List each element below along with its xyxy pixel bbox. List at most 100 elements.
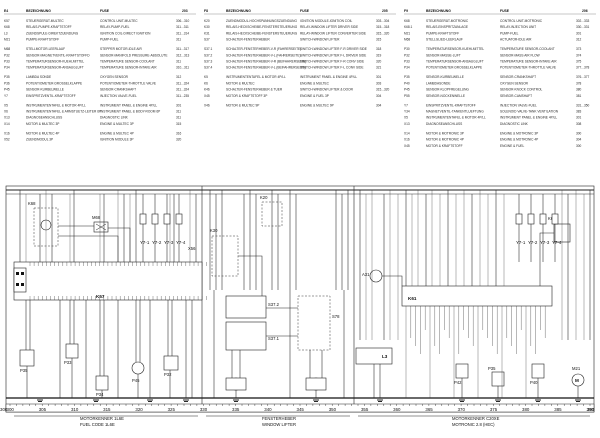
legend-cell: K6 [204, 81, 208, 85]
legend-cell: 301 [576, 31, 582, 35]
legend-cell: P33 [404, 60, 410, 64]
legend-cell: M21 [404, 31, 410, 35]
legend-cell: POTENTIOMETER-THROTTLE VALVE [100, 81, 156, 85]
legend-cell: 378 [576, 81, 582, 85]
legend-cell: K31 [204, 31, 210, 35]
injector-coil [151, 213, 159, 225]
column-number: 355 [361, 407, 369, 412]
p35-label-right: P35 [488, 366, 496, 371]
legend-cell: 306...310 [176, 19, 190, 23]
legend-cell: SENSOR-CAMSHAFT [500, 94, 532, 98]
column-number: 305 [39, 407, 47, 412]
legend-cell: RELAIS-PUMPE-KRAFTSTOFF [26, 25, 72, 29]
legend-cell: 311 [176, 116, 181, 120]
m68-label: M68 [92, 215, 101, 220]
legend-cell: RELAY-WINDOW LIFTER DRIVER SIDE [300, 25, 358, 29]
legend-cell: 311...324 [176, 88, 189, 92]
l3-label: L3 [382, 354, 388, 359]
legend-cell: ENGINE & MOTRONIC 4P [500, 138, 538, 142]
legend-cell: ENGINE & MULTEC [300, 81, 330, 85]
window-motor-left-housing [225, 377, 247, 391]
legend-cell: 311...311 [176, 25, 189, 29]
column-number: 375 [490, 407, 498, 412]
legend-cell: INSTRUMENT PANEL & ENGINE 4P/LL [100, 103, 157, 107]
legend-cell: SWITCH-WINDOW LIFTER & DOOR [300, 88, 354, 92]
legend-cell: TEMPERATURE SENSOR-INTAKE AIR [500, 60, 557, 64]
legend-cell: Y34 [404, 110, 410, 114]
legend-cell: 311...235 [176, 94, 189, 98]
legend-cell: P34 [4, 66, 10, 70]
y7-pin-left-4: Y7-4 [176, 240, 186, 245]
y7-pin-left-3: Y7-3 [164, 240, 174, 245]
legend-cell: EINSPRITZVENTIL-KRAFTSTOFF [426, 103, 476, 107]
legend-cell: 310...311 [176, 66, 189, 70]
legend-cell: IGNITION COIL-DIRECT IGNITION [100, 31, 151, 35]
column-number: 330 [200, 407, 208, 412]
p32-label: P32 [164, 372, 172, 377]
legend-cell: ENGINE & MULTEC 4P [100, 131, 134, 135]
legend-cell: 311 [176, 110, 181, 114]
s37-1-switch [225, 321, 267, 351]
legend-cell: CONTROL UNIT-MOTRONIC [500, 19, 543, 23]
k57-label: K57 [96, 294, 105, 299]
footer-group-1-line1: MOTORKENNER 1L6E [80, 416, 124, 421]
legend-cell: 383 [576, 110, 582, 114]
legend-cell: 301 [176, 103, 182, 107]
legend-cell: TEMPERATURSENSOR-KUEHLMITTEL [26, 60, 84, 64]
footer-group-3-line1: MOTORKENNER C20XE [452, 416, 500, 421]
legend-cell: TEMPERATURSENSOR-KUEHLMITTEL [426, 47, 484, 51]
column-number: 365 [425, 407, 433, 412]
legend-cell: SENSOR-MANIFOLD PRESSURE-ABSOLUTE [100, 53, 167, 57]
legend-cell: SENSOR-CRANKSHAFT [100, 88, 136, 92]
legend-cell: SWITCH-WINDOW LIFTER F-R CONV SIDE [300, 60, 364, 64]
legend-cell: 319 [376, 53, 382, 57]
ground-symbol [93, 399, 99, 402]
legend-cell: K57 [4, 19, 10, 23]
column-number: 325 [168, 407, 176, 412]
legend-cell: P34 [404, 66, 410, 70]
legend-cell: 312...313 [176, 53, 190, 57]
y7-pin-row-right: Y7-1 Y7-2 Y7-3 Y7-4 [516, 240, 562, 245]
legend-cell: STEUERGERÄT-MOTRONIC [426, 19, 469, 23]
legend-cell: P35 [404, 75, 410, 79]
legend-cell: MOTOR & KRAFTSTOFF [426, 144, 463, 148]
legend-cell: X16 [4, 131, 10, 135]
legend-cell: 312 [576, 38, 582, 42]
legend-cell: PUMP-FUEL [100, 38, 119, 42]
p45-sensor [131, 361, 145, 375]
relay-to-k61-wire [539, 232, 554, 286]
legend-col-0-header-0: E4 [4, 9, 8, 13]
legend-cell: P32 [4, 53, 10, 57]
column-number: 335 [232, 407, 240, 412]
legend-cell: DIAGNOSTIC LINK [500, 122, 529, 126]
injector-coil [163, 213, 171, 225]
legend-cell: INSTRUMENTENTAFEL & MOTOR 4P/LL [26, 103, 86, 107]
legend-cell: SENSOR-KURBELWELLE [26, 88, 64, 92]
column-number: 345 [297, 407, 305, 412]
s78-label: S78 [332, 314, 340, 319]
legend-col-2-header-3: 206 [582, 9, 588, 13]
legend-cell: MAGNETVENTIL-TANKENTLUEFTUNG [426, 110, 484, 114]
legend-cell: X16 [404, 138, 410, 142]
legend-cell: P30 [404, 47, 410, 51]
legend-cell: 304 [576, 138, 582, 142]
legend-cell: P40 [404, 81, 410, 85]
injector-coil [551, 213, 559, 225]
p42-sensor [455, 363, 469, 379]
legend-cell: X5 [4, 103, 8, 107]
stepper-output-wire [108, 227, 131, 262]
k57-connector [13, 267, 27, 293]
legend-cell: 373 [576, 47, 582, 51]
legend-cell: 311 [176, 38, 181, 42]
legend-cell: 303 [376, 81, 382, 85]
